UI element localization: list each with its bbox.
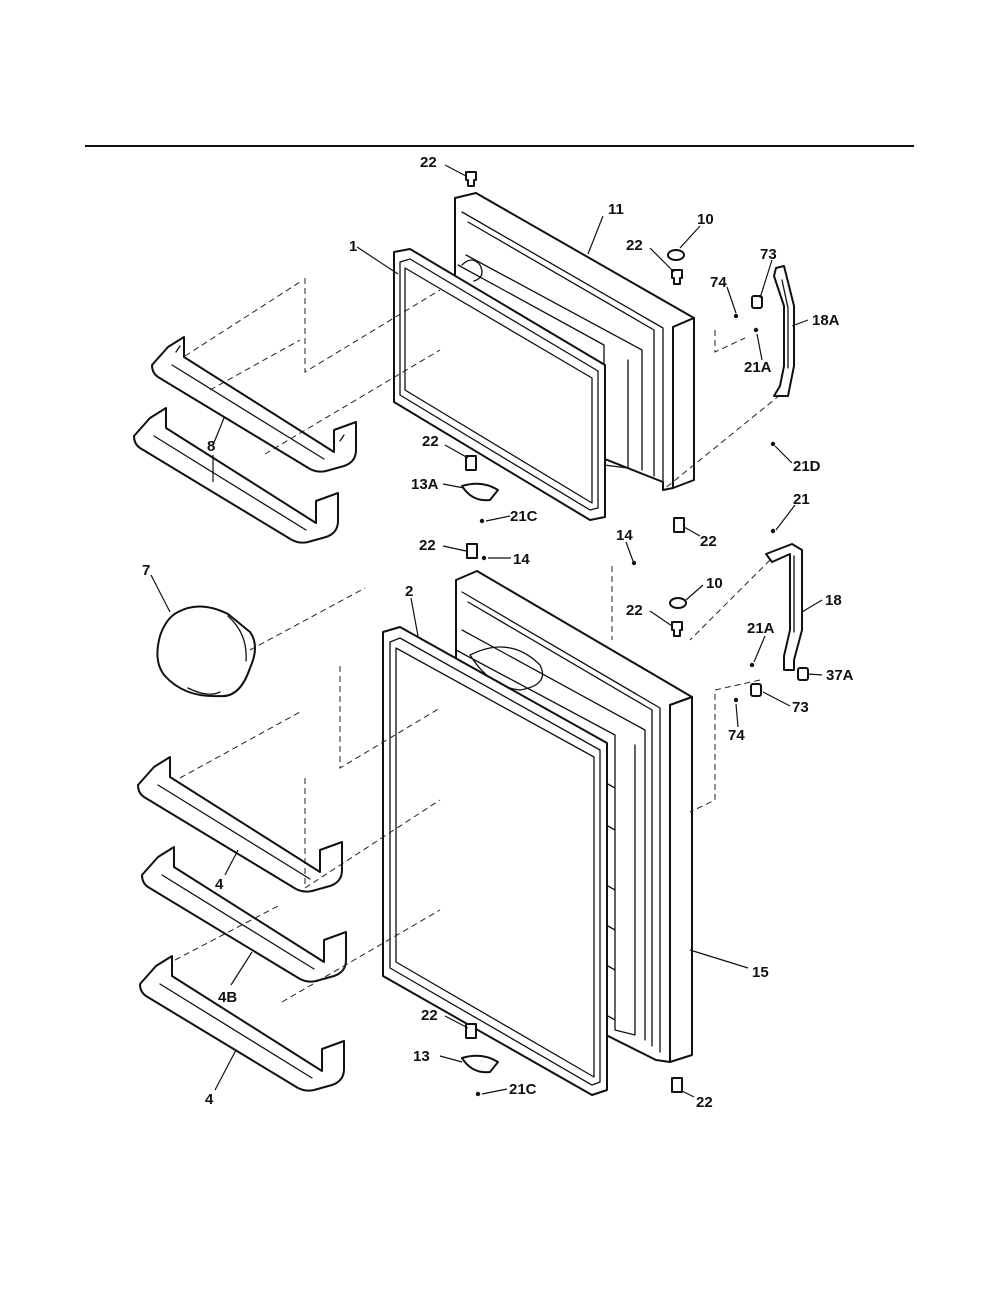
screw-74-upper [733,313,739,319]
callout-37A: 37A [826,667,854,684]
screw-21 [770,528,776,534]
callout-18A: 18A [812,312,840,329]
callout-22: 22 [421,1007,438,1024]
callout-13A: 13A [411,476,439,493]
screw-21C-upper [479,518,485,524]
callout-21C: 21C [510,508,538,525]
callout-22: 22 [419,537,436,554]
screw-22-fresh-top [466,543,478,559]
door-stop-13A [461,482,499,502]
callout-22: 22 [626,237,643,254]
door-shelf-fresh-3 [139,955,345,1092]
callout-22: 22 [420,154,437,171]
fresh-food-gasket [382,626,608,1096]
bushing-73-lower [750,683,762,697]
shim-37A [797,667,809,681]
callout-22: 22 [422,433,439,450]
callout-labels: 22 11 10 22 1 73 74 18A 21A 8 22 21D 13A… [142,154,854,1111]
callout-22: 22 [700,533,717,550]
callout-15: 15 [752,964,769,981]
callout-7: 7 [142,562,150,579]
callout-10: 10 [697,211,714,228]
screw-22-center [673,517,685,533]
callout-8: 8 [207,438,215,455]
door-stop-13 [461,1054,499,1074]
callout-11: 11 [608,201,624,218]
callout-14: 14 [513,551,530,568]
callout-4: 4 [215,876,224,893]
freezer-gasket [393,248,606,521]
callout-22: 22 [626,602,643,619]
callout-22: 22 [696,1094,713,1111]
screw-74-lower [733,697,739,703]
screw-22-freezer-bottom [465,455,477,471]
callout-21A: 21A [744,359,772,376]
callout-2: 2 [405,583,413,600]
callout-18: 18 [825,592,842,609]
screw-22-fresh-bottom [465,1023,477,1039]
screw-22-top [465,171,477,187]
alignment-lines [174,278,781,1003]
bushing-73-upper [751,295,763,309]
door-shelf-freezer-upper [151,336,357,473]
screw-22-freezer-hinge [671,269,683,285]
screw-21C-lower [475,1091,481,1097]
callout-73: 73 [760,246,777,263]
callout-74: 74 [710,274,727,291]
screw-21D [770,441,776,447]
callout-4: 4 [205,1091,214,1108]
upper-hinge [773,265,795,397]
callout-73: 73 [792,699,809,716]
callout-21C: 21C [509,1081,537,1098]
cap-10-lower [669,597,687,609]
door-shelf-fresh-2 [141,846,347,983]
callout-4B: 4B [218,989,237,1006]
callout-13: 13 [413,1048,430,1065]
leader-lines [150,164,823,1098]
callout-21D: 21D [793,458,821,475]
callout-74: 74 [728,727,745,744]
screw-14-left [481,555,487,561]
screw-22-bottom [671,1077,683,1093]
cap-10-upper [667,249,685,261]
callout-21A: 21A [747,620,775,637]
callout-21: 21 [793,491,810,508]
callout-14: 14 [616,527,633,544]
screw-22-fresh-hinge [671,621,683,637]
screw-14-right [631,560,637,566]
callout-1: 1 [349,238,357,255]
screw-21A-lower [749,662,755,668]
callout-10: 10 [706,575,723,592]
dairy-bin [156,605,256,698]
center-hinge [765,543,803,671]
door-shelf-freezer-lower [133,407,339,544]
screw-21A-upper [753,327,759,333]
door-shelf-fresh-1 [137,756,343,893]
